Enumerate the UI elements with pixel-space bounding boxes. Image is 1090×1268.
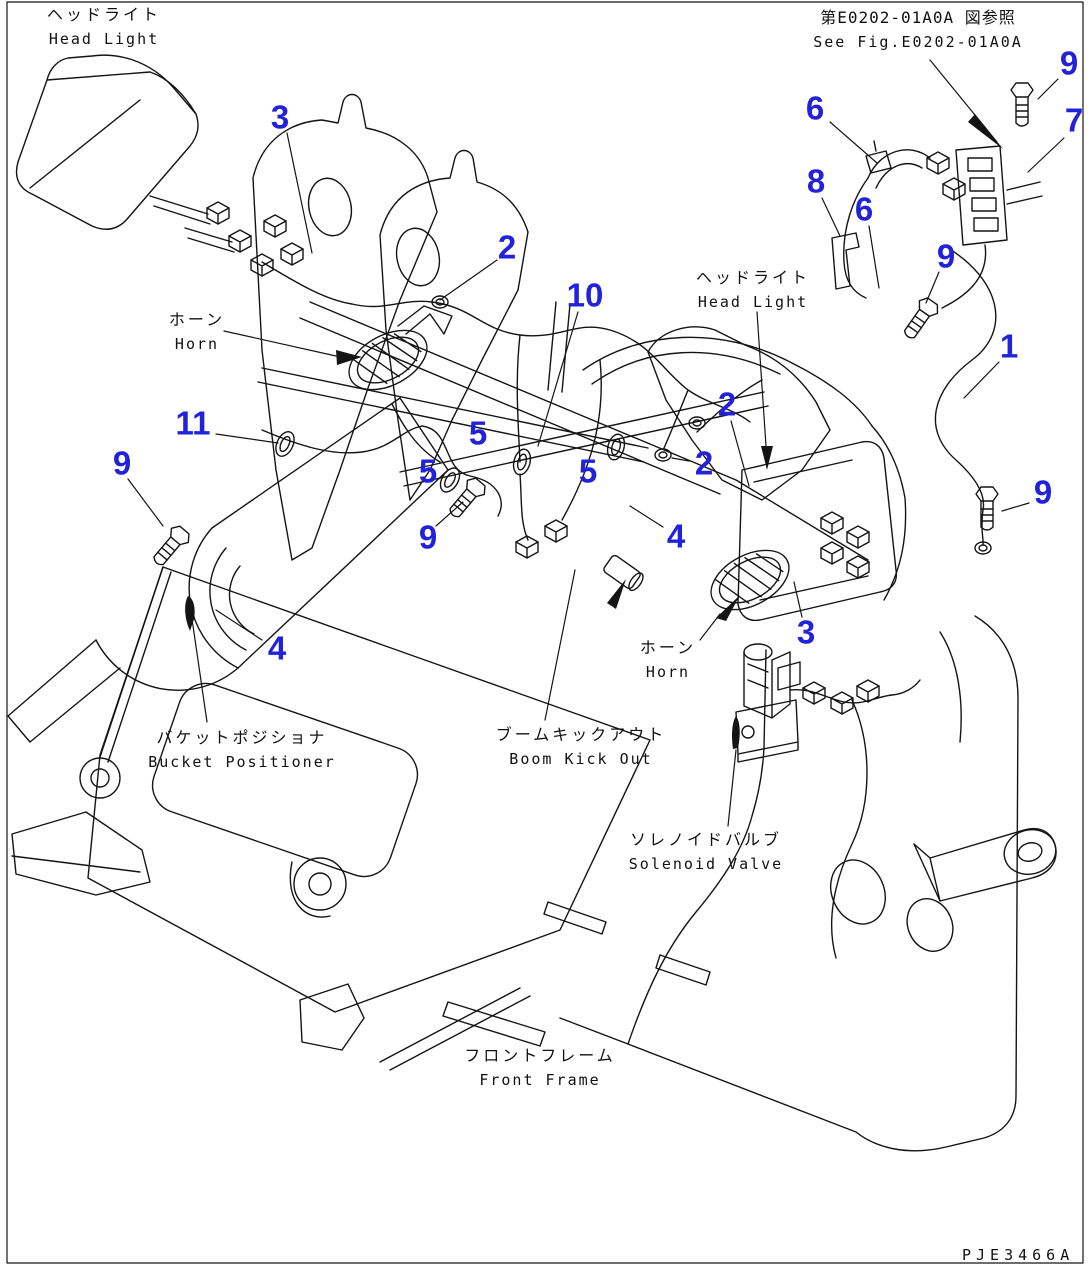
label-bucket-positioner: バケットポジショナ Bucket Positioner <box>148 726 336 774</box>
callout-7: 7 <box>1064 101 1084 139</box>
reference-note-jp: 第E0202-01A0A 図参照 <box>820 8 1016 27</box>
front-frame-drawing <box>11 566 1057 1152</box>
label-reference-note: 第E0202-01A0A 図参照 See Fig.E0202-01A0A <box>813 6 1023 54</box>
label-horn-left-jp: ホーン <box>168 310 226 329</box>
label-solenoid-valve-en: Solenoid Valve <box>628 854 784 873</box>
callout-9-left: 9 <box>112 444 132 482</box>
label-front-frame-jp: フロントフレーム <box>464 1046 616 1065</box>
label-solenoid-valve: ソレノイドバルブ Solenoid Valve <box>629 828 783 876</box>
label-head-light-left-jp: ヘッドライト <box>46 5 162 24</box>
label-bucket-positioner-jp: バケットポジショナ <box>156 728 328 747</box>
callout-11: 11 <box>175 404 211 442</box>
callout-8: 8 <box>806 162 826 200</box>
label-solenoid-valve-jp: ソレノイドバルブ <box>629 830 782 849</box>
wiring-harness-drawing <box>261 261 763 541</box>
horn-right-drawing <box>700 537 800 623</box>
callout-9-center: 9 <box>418 518 438 556</box>
callout-3-tl: 3 <box>270 98 290 136</box>
callout-5-a: 5 <box>468 414 488 452</box>
label-horn-right: ホーン Horn <box>640 636 696 684</box>
callout-5-b: 5 <box>418 452 438 490</box>
label-horn-right-jp: ホーン <box>639 638 697 657</box>
callout-6-mid: 6 <box>854 190 874 228</box>
label-head-light-left-en: Head Light <box>48 29 160 48</box>
callout-1: 1 <box>999 327 1019 365</box>
label-head-light-left: ヘッドライト Head Light <box>47 3 161 51</box>
label-boom-kick-out-jp: ブームキックアウト <box>495 725 667 744</box>
headlight-left-drawing <box>15 54 235 253</box>
label-head-light-right-jp: ヘッドライト <box>695 268 811 287</box>
headlight-right-drawing <box>582 326 907 622</box>
callout-9-topright: 9 <box>1059 44 1079 82</box>
solenoid-valve-drawing <box>735 643 801 763</box>
horn-left-drawing <box>338 317 438 403</box>
callout-9-right: 9 <box>936 237 956 275</box>
label-front-frame: フロントフレーム Front Frame <box>464 1044 616 1092</box>
callout-3-right: 3 <box>796 613 816 651</box>
callout-2-right-b: 2 <box>694 444 714 482</box>
boom-kickout-switch-drawing <box>603 554 644 592</box>
callout-4-left: 4 <box>267 629 287 667</box>
callout-2-center: 2 <box>497 228 517 266</box>
label-boom-kick-out-en: Boom Kick Out <box>509 749 653 768</box>
frame-rails-drawing <box>257 301 869 561</box>
callout-2-right-a: 2 <box>717 385 737 423</box>
callout-6-top: 6 <box>805 89 825 127</box>
callout-10: 10 <box>566 276 604 314</box>
part-code: PJE3466A <box>962 1246 1075 1264</box>
label-horn-right-en: Horn <box>645 662 691 681</box>
arrowheads <box>185 114 1003 749</box>
sheet-border <box>6 1 1084 1264</box>
label-horn-left-en: Horn <box>174 334 220 353</box>
label-front-frame-en: Front Frame <box>479 1070 601 1089</box>
label-head-light-right: ヘッドライト Head Light <box>696 266 810 314</box>
bracket-tower-drawing <box>252 93 529 561</box>
reference-note-en: See Fig.E0202-01A0A <box>813 32 1023 51</box>
callout-4-right: 4 <box>666 517 686 555</box>
callout-9-rightmid: 9 <box>1033 473 1053 511</box>
label-head-light-right-en: Head Light <box>697 292 809 311</box>
cylinder-drawing <box>7 397 449 743</box>
callout-5-c: 5 <box>578 452 598 490</box>
label-boom-kick-out: ブームキックアウト Boom Kick Out <box>496 723 667 771</box>
leader-lines <box>127 59 1065 827</box>
label-horn-left: ホーン Horn <box>169 308 225 356</box>
label-bucket-positioner-en: Bucket Positioner <box>148 752 336 771</box>
top-right-harness-drawing <box>831 140 1043 546</box>
